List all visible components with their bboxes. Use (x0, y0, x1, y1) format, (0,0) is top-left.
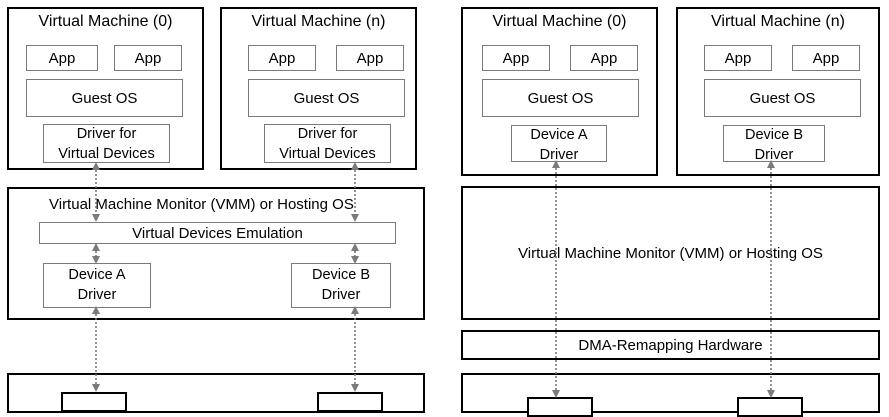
left-vmn-driver: Driver for Virtual Devices (264, 124, 391, 163)
left-device-b (317, 392, 383, 412)
right-vmm-title: Virtual Machine Monitor (VMM) or Hosting… (518, 244, 823, 262)
left-vm0-driver: Driver for Virtual Devices (43, 124, 170, 163)
left-device-a-driver-line2: Driver (77, 287, 117, 303)
left-vm0-title: Virtual Machine (0) (38, 13, 173, 30)
right-vmn-driver: Device B Driver (723, 125, 825, 163)
left-vmn-driver-line1: Driver for (297, 126, 358, 142)
left-device-b-driver-line2: Driver (321, 287, 361, 303)
left-vmn-title: Virtual Machine (n) (251, 13, 386, 30)
dma-remapping-box: DMA-Remapping Hardware (461, 330, 880, 360)
right-vm0-driver-line1: Device A (530, 127, 588, 143)
right-vm0-app2: App (570, 45, 638, 71)
left-vmn-guest-os: Guest OS (248, 79, 405, 117)
left-vm0-app1: App (26, 45, 98, 71)
right-hardware-box (461, 373, 880, 413)
left-vmm-title: Virtual Machine Monitor (VMM) or Hosting… (49, 196, 354, 213)
right-vm0-driver-line2: Driver (539, 147, 579, 163)
right-vmm-box: Virtual Machine Monitor (VMM) or Hosting… (461, 186, 880, 320)
left-vm0-driver-line2: Virtual Devices (58, 146, 155, 162)
left-vmn-app2: App (336, 45, 404, 71)
right-vmn-app1: App (704, 45, 772, 71)
left-vm0-driver-line1: Driver for (76, 126, 137, 142)
right-vmn-driver-line1: Device B (744, 127, 804, 143)
left-vm0-app2: App (114, 45, 182, 71)
left-device-b-driver-line1: Device B (311, 267, 371, 283)
right-device-b (737, 397, 803, 417)
right-vm0-app1: App (482, 45, 550, 71)
left-vm0-guest-os: Guest OS (26, 79, 183, 117)
left-device-a-driver-line1: Device A (68, 267, 126, 283)
left-device-a (61, 392, 127, 412)
right-vmn-guest-os: Guest OS (704, 79, 861, 117)
left-vmn-app1: App (248, 45, 316, 71)
left-vmn-driver-line2: Virtual Devices (279, 146, 376, 162)
right-device-a (527, 397, 593, 417)
left-device-a-driver: Device A Driver (43, 263, 151, 308)
right-vm0-guest-os: Guest OS (482, 79, 639, 117)
right-vmn-title: Virtual Machine (n) (711, 13, 845, 30)
right-vm0-driver: Device A Driver (511, 125, 607, 163)
right-vm0-title: Virtual Machine (0) (492, 13, 627, 30)
left-device-b-driver: Device B Driver (291, 263, 391, 308)
right-vmn-driver-line2: Driver (754, 147, 794, 163)
left-vmm-emulation: Virtual Devices Emulation (39, 222, 396, 244)
right-vmn-app2: App (792, 45, 860, 71)
dma-remapping-label: DMA-Remapping Hardware (578, 336, 763, 354)
